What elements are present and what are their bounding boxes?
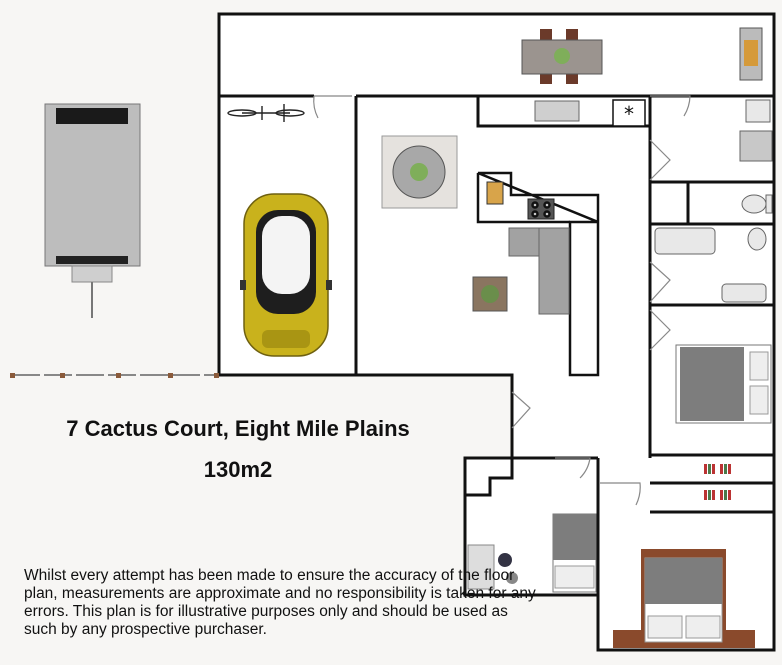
floor-area-label: 130m2 <box>203 457 273 482</box>
doors <box>313 95 691 506</box>
svg-text:*: * <box>624 102 634 126</box>
plant <box>472 276 508 312</box>
bicycle-icon <box>227 104 305 122</box>
bed-2 <box>552 513 597 593</box>
property-address: 7 Cactus Court, Eight Mile Plains <box>66 416 410 441</box>
walls <box>217 12 776 652</box>
kitchen-island: * <box>476 99 646 377</box>
sofa <box>508 227 570 315</box>
dining-table <box>521 29 603 84</box>
car <box>240 193 332 357</box>
disclaimer-text: Whilst every attempt has been made to en… <box>24 567 536 638</box>
bbq <box>739 27 763 81</box>
trailer <box>44 103 141 318</box>
bathroom-fixtures <box>654 99 773 303</box>
bed-3 <box>613 549 755 648</box>
wardrobes <box>700 462 745 502</box>
fence-line <box>10 373 219 378</box>
bed-main <box>675 344 772 424</box>
desk <box>467 544 518 590</box>
round-table <box>381 135 458 209</box>
